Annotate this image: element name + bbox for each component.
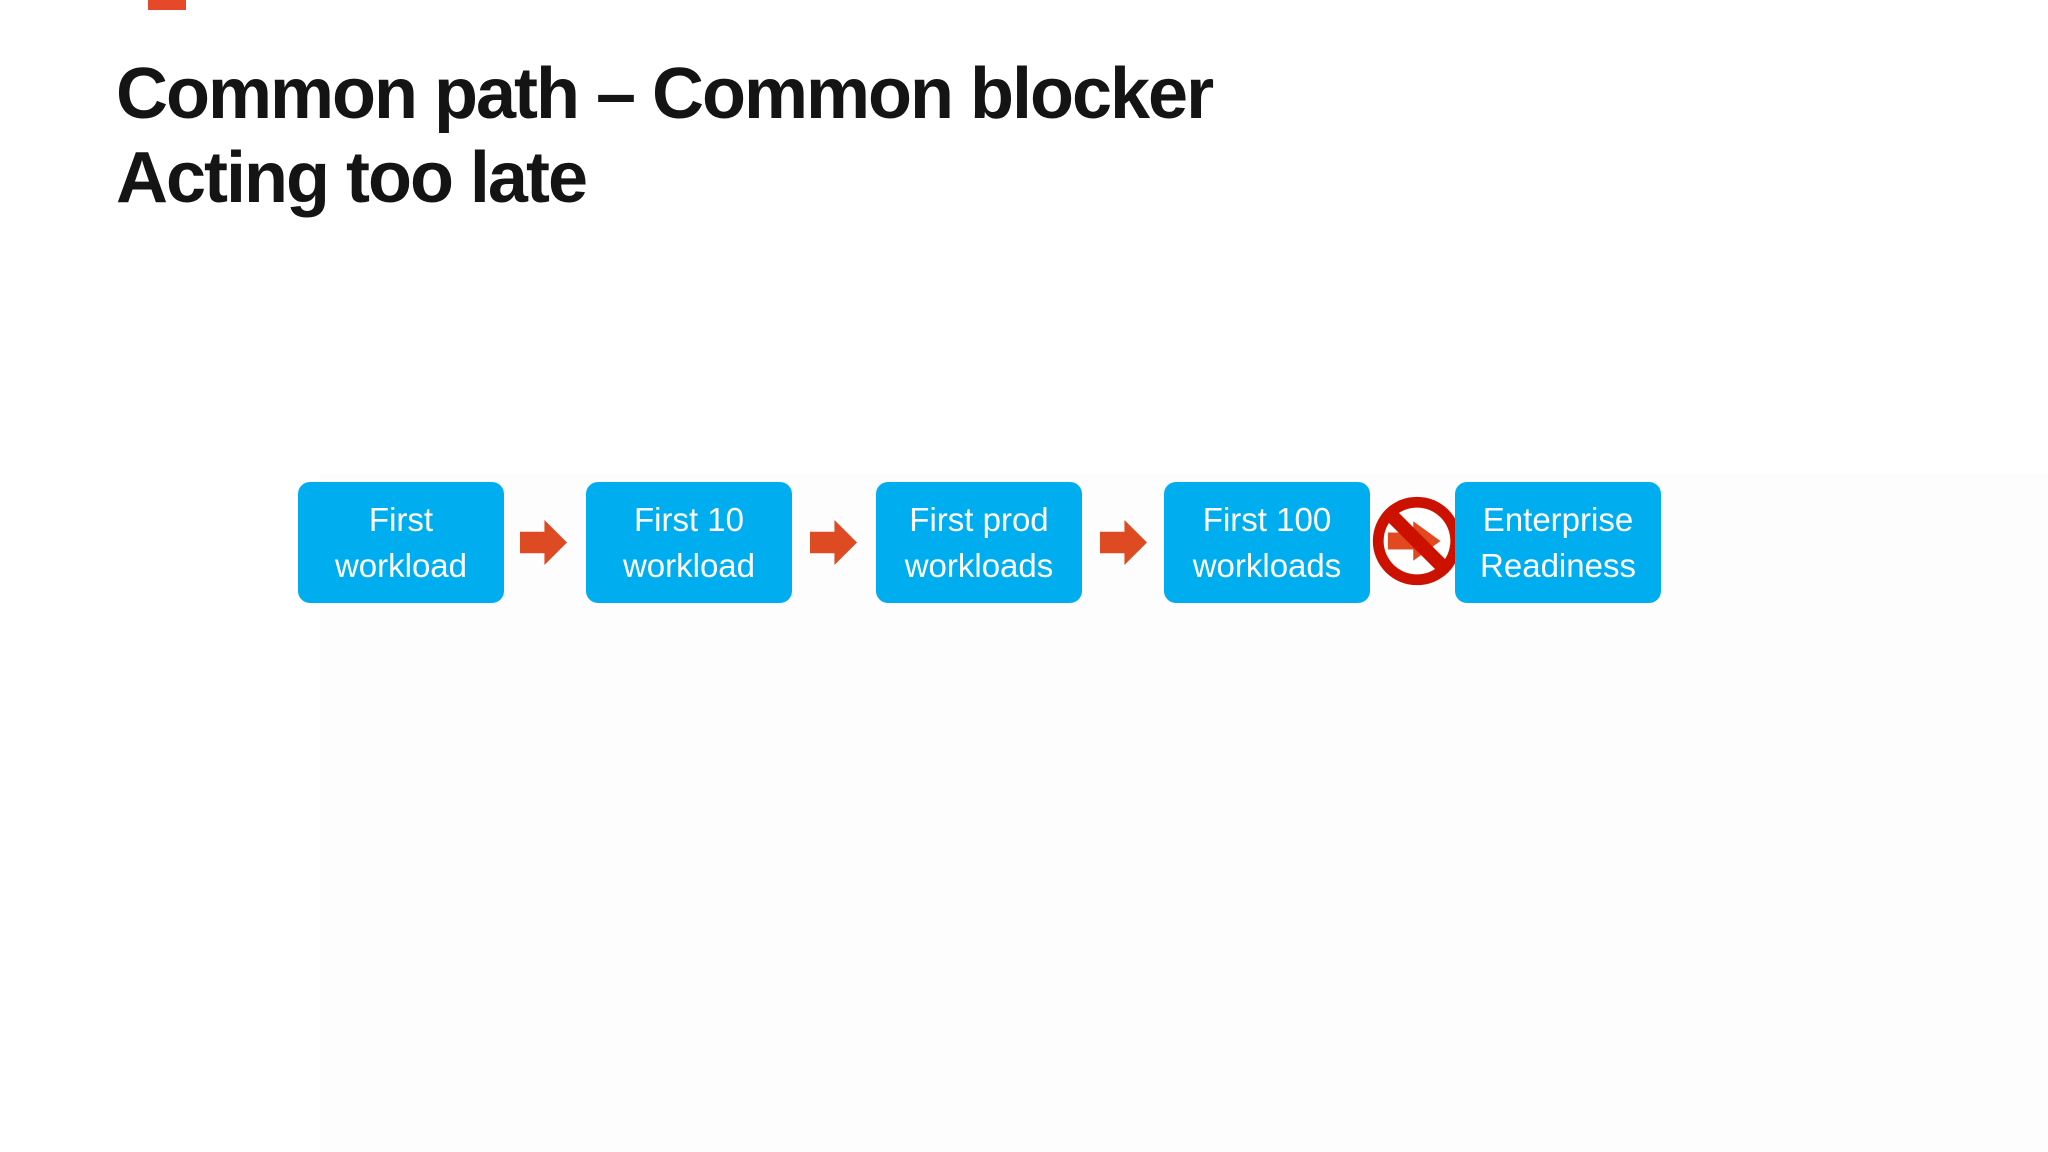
flow-step-first-10-workload: First 10 workload xyxy=(586,482,792,603)
flow-step-first-100-workloads: First 100 workloads xyxy=(1164,482,1370,603)
flow-step-first-workload: First workload xyxy=(298,482,504,603)
flow-step-first-prod-workloads: First prod workloads xyxy=(876,482,1082,603)
no-entry-diagonal-band xyxy=(1372,496,1462,586)
slide-title: Common path – Common blocker Acting too … xyxy=(116,54,1214,219)
slide-accent-bar xyxy=(148,0,186,10)
flow-step-enterprise-readiness: Enterprise Readiness xyxy=(1455,482,1661,603)
no-entry-icon xyxy=(1372,496,1462,586)
